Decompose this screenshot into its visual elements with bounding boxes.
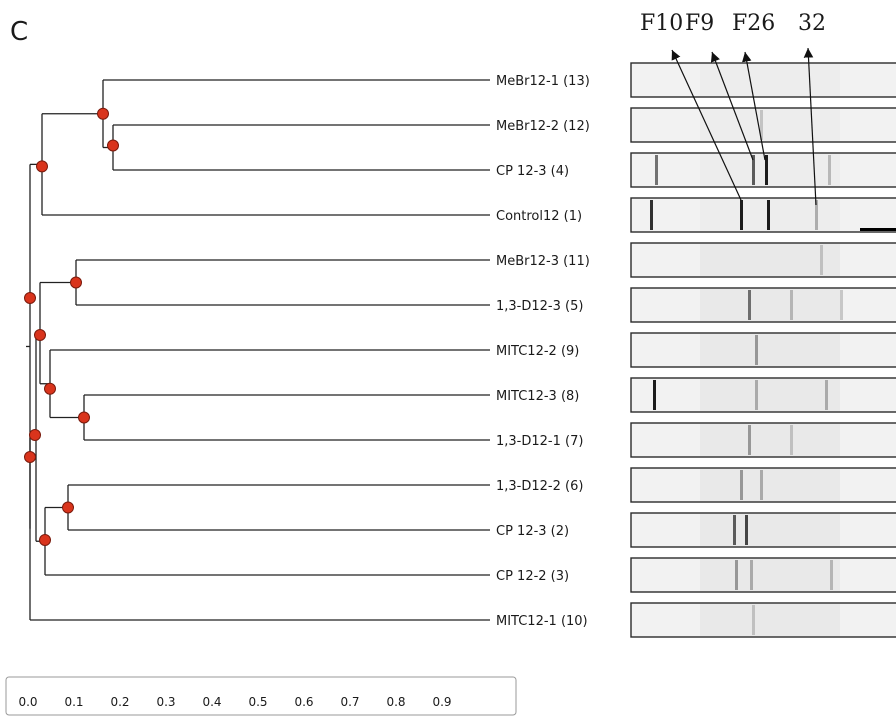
gel-lane	[630, 287, 896, 323]
band-label: F26	[732, 11, 775, 36]
gel-band	[748, 425, 751, 455]
gel-band	[765, 155, 768, 185]
leaf-label: Control12 (1)	[496, 209, 582, 224]
cluster-node	[78, 411, 90, 424]
scale-tick-label: 0.0	[18, 695, 37, 709]
scale-tick-label: 0.2	[110, 695, 129, 709]
gel-lanes	[630, 62, 896, 638]
gel-band	[653, 380, 656, 410]
cluster-node	[24, 451, 36, 463]
cluster-node	[107, 139, 119, 152]
leaf-label: 1,3-D12-3 (5)	[496, 299, 583, 314]
cluster-node	[39, 534, 51, 546]
cluster-node	[44, 382, 56, 395]
gel-lane	[630, 242, 896, 278]
band-arrow	[742, 51, 766, 161]
band-label: F10	[640, 11, 683, 36]
gel-band	[735, 560, 738, 590]
scale-tick-label: 0.8	[386, 695, 405, 709]
gel-band	[650, 200, 653, 230]
gel-band	[820, 245, 823, 275]
cluster-node	[70, 276, 82, 289]
cluster-node	[34, 329, 46, 341]
gel-lane	[630, 467, 896, 503]
band-arrow	[671, 49, 742, 201]
leaf-label: MITC12-1 (10)	[496, 614, 588, 629]
cluster-node	[24, 292, 36, 304]
gel-band	[825, 380, 828, 410]
gel-lane	[630, 62, 896, 98]
leaf-labels: MeBr12-1 (13) MeBr12-2 (12) CP 12-3 (4) Con…	[496, 74, 590, 629]
distance-scale: 0.0 0.1 0.2 0.3 0.4 0.5 0.6 0.7 0.8 0.9	[5, 676, 517, 716]
band-arrow	[803, 47, 817, 206]
leaf-label: MITC12-2 (9)	[496, 344, 579, 359]
gel-band	[790, 290, 793, 320]
panel-label: C	[10, 17, 28, 47]
gel-lane	[630, 512, 896, 548]
cluster-node	[29, 429, 41, 441]
gel-band	[815, 200, 818, 230]
gel-lane	[630, 422, 896, 458]
gel-lane	[630, 152, 896, 188]
leaf-label: CP 12-2 (3)	[496, 569, 569, 584]
gel-band	[752, 155, 755, 185]
gel-band	[740, 470, 743, 500]
gel-band	[790, 425, 793, 455]
gel-band	[755, 380, 758, 410]
gel-band	[733, 515, 736, 545]
gel-edge-mark	[860, 228, 896, 231]
gel-band	[840, 290, 843, 320]
gel-lane	[630, 602, 896, 638]
gel-lane	[630, 197, 896, 233]
leaf-label: CP 12-3 (2)	[496, 524, 569, 539]
gel-band	[760, 470, 763, 500]
gel-band	[767, 200, 770, 230]
leaf-label: 1,3-D12-2 (6)	[496, 479, 583, 494]
gel-lane	[630, 107, 896, 143]
leaf-label: CP 12-3 (4)	[496, 164, 569, 179]
leaf-label: MeBr12-1 (13)	[496, 74, 590, 89]
scale-tick-label: 0.4	[202, 695, 221, 709]
leaf-label: MeBr12-2 (12)	[496, 119, 590, 134]
band-label: F9	[685, 11, 714, 36]
gel-band	[740, 200, 743, 230]
leaf-label: MITC12-3 (8)	[496, 389, 579, 404]
gel-band	[760, 110, 763, 140]
gel-band	[748, 290, 751, 320]
scale-tick-label: 0.9	[432, 695, 451, 709]
scale-tick-label: 0.1	[64, 695, 83, 709]
gel-band	[830, 560, 833, 590]
band-arrows	[671, 47, 817, 206]
scale-tick-label: 0.5	[248, 695, 267, 709]
gel-lane	[630, 332, 896, 368]
leaf-label: 1,3-D12-1 (7)	[496, 434, 583, 449]
cluster-node	[97, 107, 109, 120]
dendrogram-nodes	[24, 107, 119, 546]
gel-band	[752, 605, 755, 635]
scale-tick-label: 0.3	[156, 695, 175, 709]
gel-lane	[630, 557, 896, 593]
dendrogram-tree	[26, 79, 490, 621]
gel-band	[755, 335, 758, 365]
gel-lane	[630, 377, 896, 413]
band-arrow	[710, 51, 754, 161]
gel-band	[655, 155, 658, 185]
scale-box	[5, 676, 517, 716]
cluster-node	[62, 501, 74, 514]
scale-tick-label: 0.7	[340, 695, 359, 709]
gel-band	[828, 155, 831, 185]
scale-tick-label: 0.6	[294, 695, 313, 709]
cluster-node	[36, 160, 48, 173]
band-label: 32	[798, 11, 826, 36]
gel-band	[750, 560, 753, 590]
leaf-label: MeBr12-3 (11)	[496, 254, 590, 269]
gel-band	[745, 515, 748, 545]
